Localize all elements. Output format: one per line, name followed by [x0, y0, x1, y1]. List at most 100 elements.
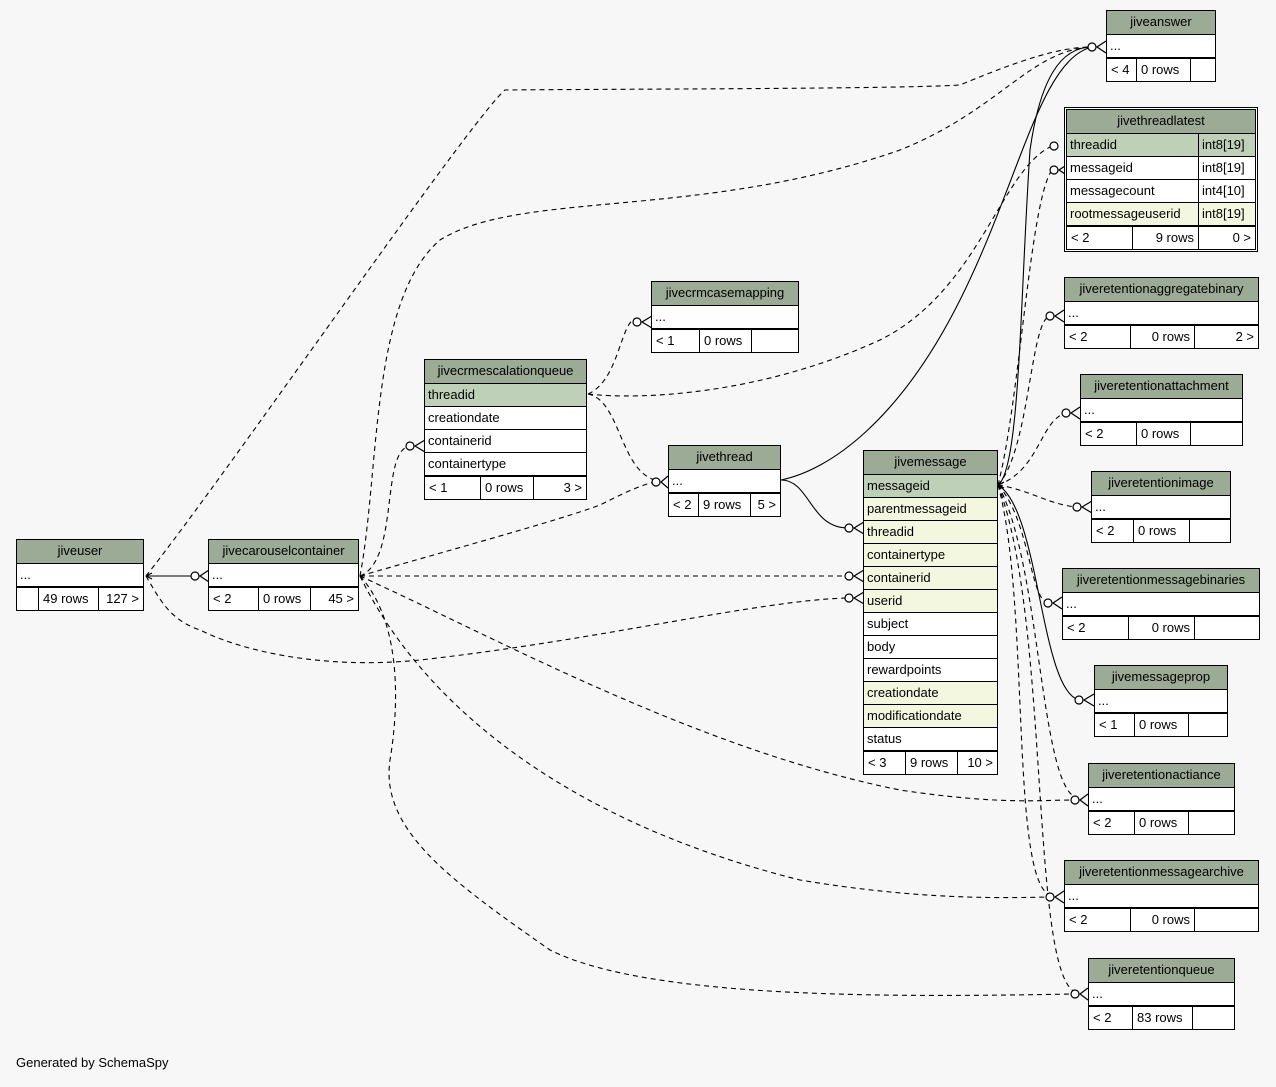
table-jivecrmcasemapping[interactable]: jivecrmcasemapping ... < 1 0 rows	[651, 281, 799, 353]
table-row[interactable]: creationdate	[425, 407, 586, 430]
table-jiveretentionimage[interactable]: jiveretentionimage ... < 2 0 rows	[1091, 471, 1231, 543]
table-row[interactable]: ...	[652, 306, 798, 329]
table-row[interactable]: body	[864, 636, 997, 659]
table-footer: < 2 0 rows 45 >	[209, 587, 358, 610]
table-footer: < 1 0 rows 3 >	[425, 476, 586, 499]
table-header[interactable]: jivecrmescalationqueue	[425, 360, 586, 384]
parent-count: < 2	[669, 494, 699, 516]
table-footer: < 2 9 rows 0 >	[1067, 226, 1255, 249]
parent-count: < 2	[1065, 326, 1131, 348]
table-row[interactable]: ...	[1065, 302, 1258, 325]
table-header[interactable]: jiveanswer	[1107, 11, 1215, 35]
table-row[interactable]: ...	[1089, 788, 1234, 811]
column-name: ...	[1095, 499, 1106, 514]
child-count	[1190, 520, 1230, 542]
row-count: 0 rows	[1134, 520, 1190, 542]
edge-jivemessage-jiveanswer	[997, 46, 1093, 486]
table-jivethread[interactable]: jivethread ... < 2 9 rows 5 >	[668, 445, 781, 517]
column-name: containertype	[428, 456, 507, 471]
table-row[interactable]: modificationdate	[864, 705, 997, 728]
table-footer: < 2 9 rows 5 >	[669, 493, 780, 516]
table-jivecarouselcontainer[interactable]: jivecarouselcontainer ... < 2 0 rows 45 …	[208, 539, 359, 611]
parent-count: < 3	[864, 752, 906, 774]
table-header[interactable]: jiveretentionmessagebinaries	[1063, 569, 1259, 593]
table-row[interactable]: userid	[864, 590, 997, 613]
child-count	[1189, 714, 1227, 736]
table-footer: < 1 0 rows	[652, 329, 798, 352]
table-row[interactable]: status	[864, 728, 997, 751]
table-row[interactable]: ...	[1107, 35, 1215, 58]
table-header[interactable]: jivemessageprop	[1095, 666, 1227, 690]
column-name: ...	[20, 567, 31, 582]
table-row[interactable]: ...	[1092, 496, 1230, 519]
parent-count	[17, 588, 39, 610]
table-row[interactable]: messageid	[864, 475, 997, 498]
table-header[interactable]: jivecrmcasemapping	[652, 282, 798, 306]
table-row[interactable]: containertype	[864, 544, 997, 567]
table-jiveuser[interactable]: jiveuser ... 49 rows 127 >	[16, 539, 144, 611]
table-row[interactable]: ...	[1095, 690, 1227, 713]
column-type: int8[19]	[1198, 134, 1255, 156]
table-row[interactable]: threadid	[864, 521, 997, 544]
table-jiveanswer[interactable]: jiveanswer ... < 4 0 rows	[1106, 10, 1216, 82]
table-header[interactable]: jiveretentionqueue	[1089, 959, 1234, 983]
column-name: ...	[1066, 596, 1077, 611]
table-jiveretentionmessagebinaries[interactable]: jiveretentionmessagebinaries ... < 2 0 r…	[1062, 568, 1260, 640]
table-row[interactable]: ...	[1065, 885, 1258, 908]
child-count: 10 >	[967, 755, 993, 770]
table-footer: < 1 0 rows	[1095, 713, 1227, 736]
column-name: ...	[1092, 986, 1103, 1001]
table-header[interactable]: jiveuser	[17, 540, 143, 564]
column-name: threadid	[867, 524, 914, 539]
table-jivemessage[interactable]: jivemessage messageid parentmessageid th…	[863, 450, 998, 775]
table-header[interactable]: jiveretentionimage	[1092, 472, 1230, 496]
table-row[interactable]: creationdate	[864, 682, 997, 705]
table-row[interactable]: rewardpoints	[864, 659, 997, 682]
table-header[interactable]: jivethread	[669, 446, 780, 470]
table-row[interactable]: subject	[864, 613, 997, 636]
table-jivecrmescalationqueue[interactable]: jivecrmescalationqueue threadid creation…	[424, 359, 587, 500]
row-count: 9 rows	[906, 752, 958, 774]
table-row[interactable]: containerid	[864, 567, 997, 590]
table-header[interactable]: jiveretentionmessagearchive	[1065, 861, 1258, 885]
table-jiveretentionqueue[interactable]: jiveretentionqueue ... < 2 83 rows	[1088, 958, 1235, 1030]
table-jivemessageprop[interactable]: jivemessageprop ... < 1 0 rows	[1094, 665, 1228, 737]
child-count	[1193, 1007, 1234, 1029]
table-footer: 49 rows 127 >	[17, 587, 143, 610]
table-row[interactable]: ...	[1063, 593, 1259, 616]
table-row[interactable]: ...	[1081, 399, 1242, 422]
table-row[interactable]: ...	[669, 470, 780, 493]
parent-count: < 2	[1065, 909, 1131, 931]
table-jiveretentionattachment[interactable]: jiveretentionattachment ... < 2 0 rows	[1080, 374, 1243, 446]
table-jiveretentionaggregatebinary[interactable]: jiveretentionaggregatebinary ... < 2 0 r…	[1064, 277, 1259, 349]
table-header[interactable]: jiveretentionactiance	[1089, 764, 1234, 788]
table-header[interactable]: jiveretentionaggregatebinary	[1065, 278, 1258, 302]
table-row[interactable]: containertype	[425, 453, 586, 476]
table-header[interactable]: jivethreadlatest	[1067, 110, 1255, 134]
table-row[interactable]: ...	[209, 564, 358, 587]
table-header[interactable]: jiveretentionattachment	[1081, 375, 1242, 399]
table-footer: < 2 0 rows	[1081, 422, 1242, 445]
table-row[interactable]: threadid	[425, 384, 586, 407]
child-count	[1191, 59, 1215, 81]
table-row[interactable]: containerid	[425, 430, 586, 453]
table-row[interactable]: ...	[17, 564, 143, 587]
column-name: containertype	[867, 547, 946, 562]
table-jiveretentionactiance[interactable]: jiveretentionactiance ... < 2 0 rows	[1088, 763, 1235, 835]
column-name: status	[867, 731, 902, 746]
table-header[interactable]: jivemessage	[864, 451, 997, 475]
table-jiveretentionmessagearchive[interactable]: jiveretentionmessagearchive ... < 2 0 ro…	[1064, 860, 1259, 932]
row-count: 0 rows	[1131, 326, 1195, 348]
table-header[interactable]: jivecarouselcontainer	[209, 540, 358, 564]
row-count: 0 rows	[1131, 909, 1195, 931]
column-type: int8[19]	[1198, 203, 1255, 225]
column-type: int8[19]	[1198, 157, 1255, 179]
table-row[interactable]: ...	[1089, 983, 1234, 1006]
edge-jivecarouselcontainer-jiveretentionqueue	[359, 575, 1076, 996]
table-row[interactable]: parentmessageid	[864, 498, 997, 521]
